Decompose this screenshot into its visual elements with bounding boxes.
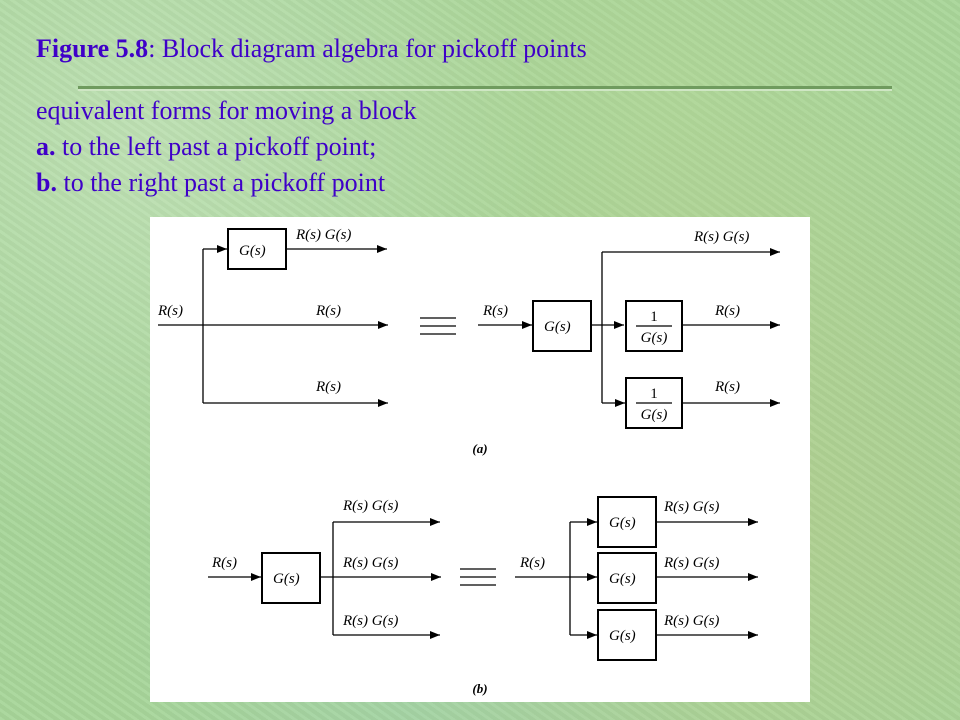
b-right-input-label: R(s) [519, 555, 545, 571]
slide-body: equivalent forms for moving a block a. t… [36, 93, 417, 201]
a-right-out1-label: R(s) G(s) [693, 229, 749, 245]
b-left-out3-label: R(s) G(s) [342, 613, 398, 629]
b-left-gs-label: G(s) [273, 571, 300, 587]
b-right-gs-label-3: G(s) [609, 628, 636, 644]
a-right-gs-block [532, 300, 592, 352]
b-right-gs-label-2: G(s) [609, 571, 636, 587]
b-left-out1-label: R(s) G(s) [342, 498, 398, 514]
b-left-out2-label: R(s) G(s) [342, 555, 398, 571]
block-diagram-figure: G(s) R(s) G(s) R(s) R(s) R(s) R(s) G(s) … [150, 217, 810, 702]
a-left-gs-label: G(s) [239, 243, 266, 259]
a-right-out2-label: R(s) [714, 303, 740, 319]
b-left-input-label: R(s) [211, 555, 237, 571]
slide-title-text: : Block diagram algebra for pickoff poin… [148, 34, 587, 63]
a-inv-numerator-2: 1 [650, 386, 658, 402]
a-left-out3-label: R(s) [315, 379, 341, 395]
slide-title: Figure 5.8: Block diagram algebra for pi… [36, 34, 587, 64]
a-inv-numerator-1: 1 [650, 309, 658, 325]
item-a-marker: a. [36, 132, 56, 161]
title-divider [78, 86, 892, 89]
a-right-gs-label: G(s) [544, 319, 571, 335]
a-left-out1-label: R(s) G(s) [295, 227, 351, 243]
body-line-a: a. to the left past a pickoff point; [36, 129, 417, 165]
item-b-marker: b. [36, 168, 57, 197]
block-diagram-svg: G(s) R(s) G(s) R(s) R(s) R(s) R(s) G(s) … [157, 227, 780, 696]
a-right-input-label: R(s) [482, 303, 508, 319]
a-inv-denominator-2: G(s) [641, 407, 668, 423]
item-a-text: to the left past a pickoff point; [55, 132, 377, 161]
b-left-gs-block [261, 552, 321, 604]
a-left-input-label: R(s) [157, 303, 183, 319]
body-line-1: equivalent forms for moving a block [36, 96, 417, 125]
a-left-out2-label: R(s) [315, 303, 341, 319]
caption-b: (b) [472, 681, 487, 696]
b-right-out3-label: R(s) G(s) [663, 613, 719, 629]
b-right-out2-label: R(s) G(s) [663, 555, 719, 571]
a-right-inv-block-1 [625, 300, 683, 352]
a-right-out3-label: R(s) [714, 379, 740, 395]
figure-label: Figure 5.8 [36, 34, 149, 63]
b-right-out1-label: R(s) G(s) [663, 499, 719, 515]
b-right-gs-block-2 [597, 552, 657, 604]
item-b-text: to the right past a pickoff point [56, 168, 386, 197]
caption-a: (a) [472, 441, 487, 456]
body-line-b: b. to the right past a pickoff point [36, 165, 417, 201]
a-inv-denominator-1: G(s) [641, 330, 668, 346]
b-right-gs-label-1: G(s) [609, 515, 636, 531]
